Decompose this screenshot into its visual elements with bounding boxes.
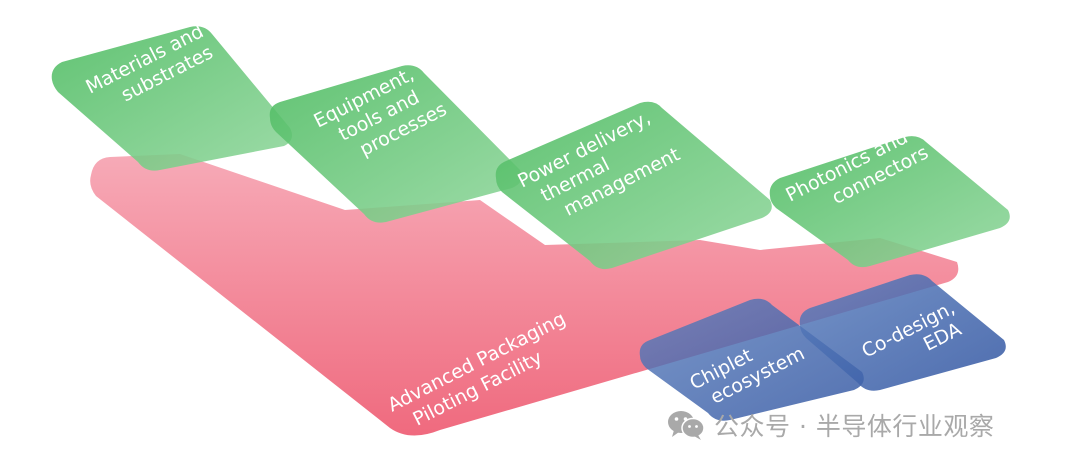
wechat-icon (668, 411, 705, 440)
photonics-tile: Photonics and connectors (769, 126, 1010, 268)
watermark-text: 公众号 · 半导体行业观察 (714, 412, 995, 441)
materials-shape (51, 26, 292, 171)
equipment-shape (269, 65, 522, 223)
equipment-tile: Equipment, tools and processes (269, 63, 522, 223)
facility-block: Advanced Packaging Piloting Facility (90, 154, 959, 436)
watermark: 公众号 · 半导体行业观察 (666, 407, 994, 443)
materials-tile: Materials and substrates (51, 20, 292, 171)
facility-shape (90, 154, 959, 436)
codesign-shape (799, 274, 1006, 391)
chiplet-tile: Chiplet ecosystem (639, 298, 864, 421)
chiplet-shape (639, 298, 864, 421)
power-tile: Power delivery, thermal management (495, 101, 772, 270)
photonics-shape (769, 136, 1010, 268)
power-shape (495, 101, 772, 270)
codesign-tile: Co-design, EDA (799, 274, 1006, 391)
